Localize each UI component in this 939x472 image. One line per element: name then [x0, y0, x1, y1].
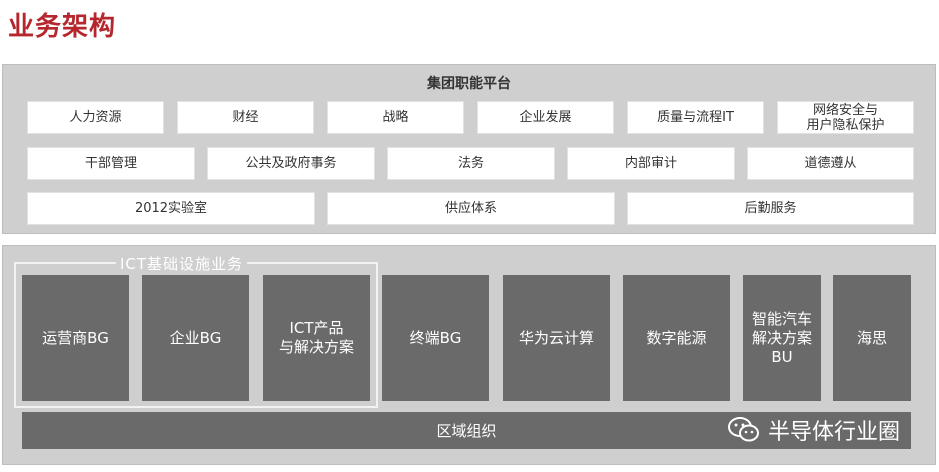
function-box: 企业发展	[477, 101, 614, 134]
business-unit-box: 华为云计算	[503, 275, 610, 401]
page-title: 业务架构	[8, 12, 117, 42]
function-box: 后勤服务	[627, 192, 914, 225]
function-box: 内部审计	[567, 147, 735, 180]
function-box: 道德遵从	[747, 147, 914, 180]
business-unit-box: 海思	[833, 275, 911, 401]
watermark-text: 半导体行业圈	[768, 420, 901, 445]
function-box: 战略	[327, 101, 464, 134]
business-unit-box: ICT产品 与解决方案	[263, 275, 370, 401]
business-unit-box: 数字能源	[623, 275, 730, 401]
region-organization-bar: 区域组织	[22, 412, 911, 449]
group-platform-title: 集团职能平台	[427, 76, 511, 92]
function-box: 网络安全与 用户隐私保护	[777, 101, 914, 134]
watermark: 半导体行业圈	[728, 414, 900, 446]
function-box: 法务	[387, 147, 555, 180]
function-box: 公共及政府事务	[207, 147, 375, 180]
wechat-icon	[728, 416, 760, 444]
function-box: 2012实验室	[27, 192, 315, 225]
function-box: 供应体系	[327, 192, 615, 225]
function-box: 干部管理	[27, 147, 195, 180]
business-unit-box: 企业BG	[142, 275, 249, 401]
function-box: 财经	[177, 101, 314, 134]
business-unit-box: 运营商BG	[22, 275, 129, 401]
group-platform-panel: 集团职能平台 人力资源 财经 战略 企业发展 质量与流程IT 网络安全与 用户隐…	[2, 64, 936, 234]
function-box: 人力资源	[27, 101, 164, 134]
business-unit-box: 智能汽车 解决方案 BU	[743, 275, 821, 401]
business-unit-box: 终端BG	[382, 275, 489, 401]
ict-infrastructure-label: ICT基础设施业务	[116, 253, 248, 274]
function-box: 质量与流程IT	[627, 101, 764, 134]
